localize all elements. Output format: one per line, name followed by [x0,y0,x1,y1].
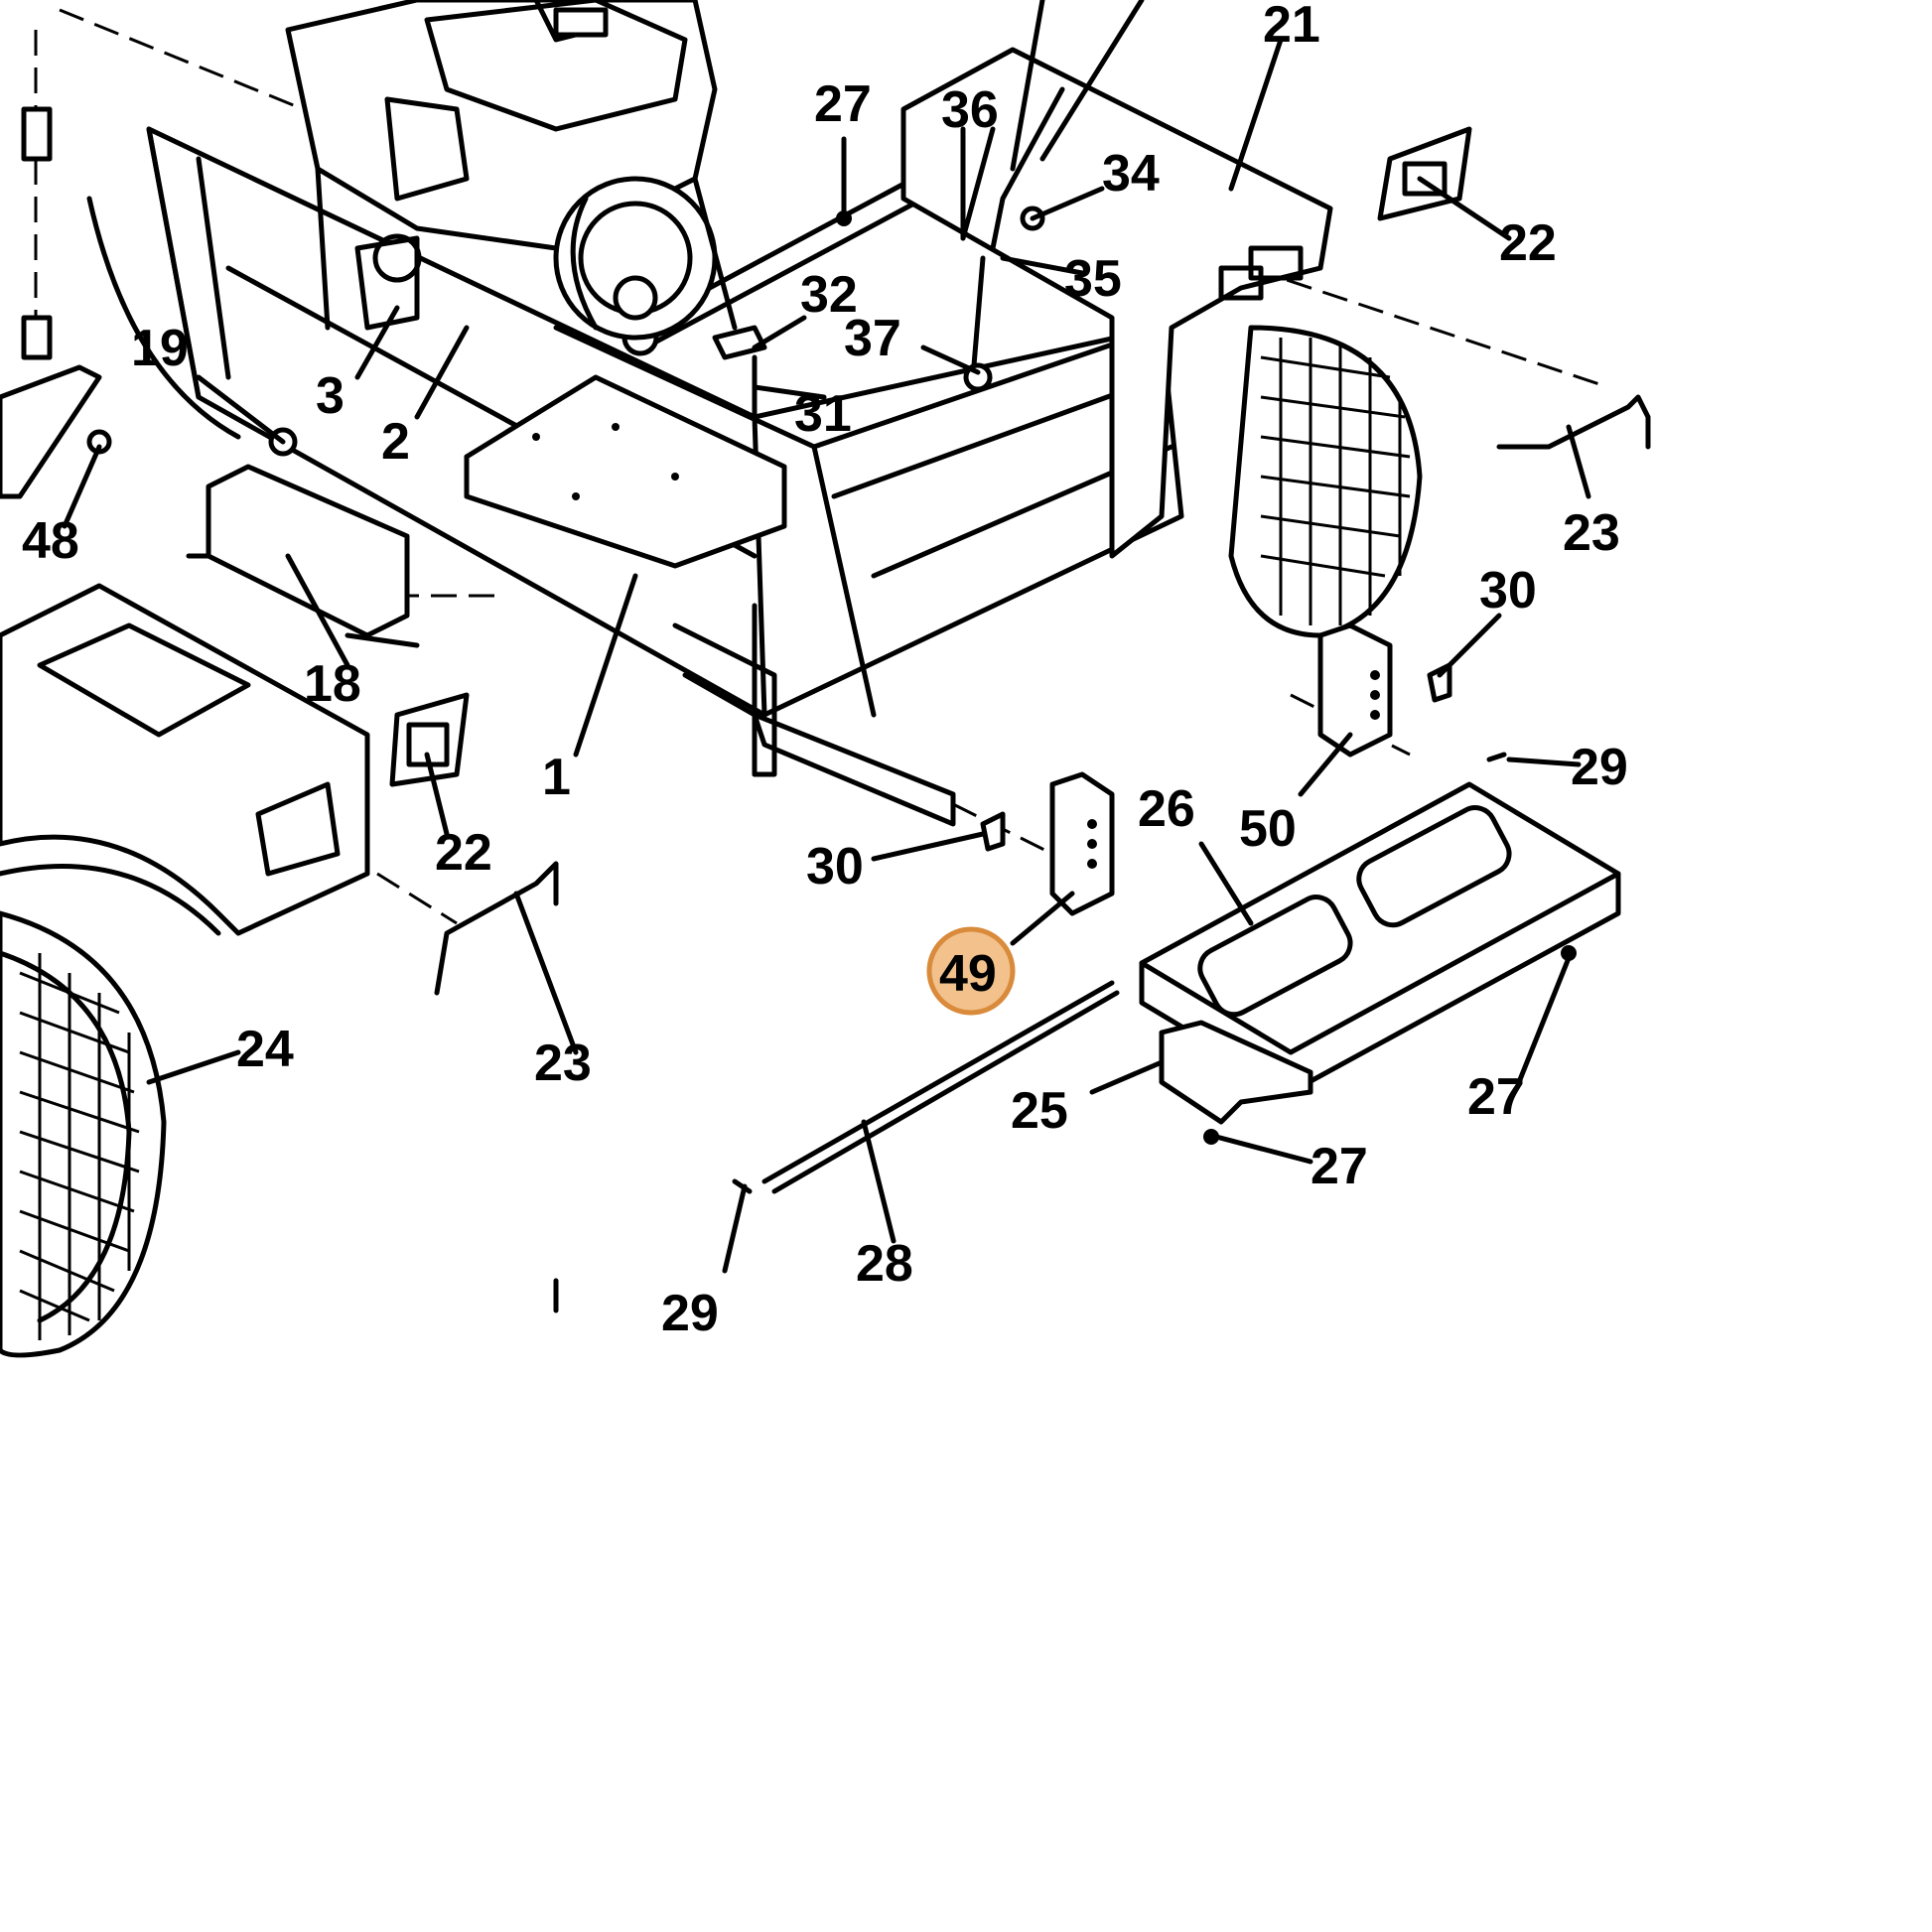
left-rod-assembly [0,106,112,499]
control-levers [960,0,1145,392]
callout-37: 37 [844,310,901,367]
floor-plate [464,374,787,569]
callout-18: 18 [304,655,361,713]
callout-22-right: 22 [1499,214,1557,272]
callout-25: 25 [1011,1082,1068,1140]
rod-23-left [434,861,559,996]
right-wheel [1228,325,1423,638]
callout-32: 32 [800,266,858,324]
callout-31: 31 [794,385,852,443]
pin-29-upper [1486,752,1507,762]
callout-30-left: 30 [806,838,864,896]
nut-30-left [980,811,1006,852]
callout-21: 21 [1263,0,1320,54]
callout-labels: 21 27 36 34 22 35 32 37 19 31 3 2 48 23 … [22,0,1628,1342]
left-wheel [0,910,167,1358]
right-fender [900,47,1333,559]
callout-2: 2 [381,413,410,471]
callout-24: 24 [236,1021,294,1078]
callout-23-left: 23 [534,1035,592,1092]
hitch-bracket-50 [1317,622,1393,758]
engine [285,0,738,341]
callout-34: 34 [1102,145,1160,203]
callout-29-upper: 29 [1571,739,1628,796]
callout-49: 49 [939,945,997,1003]
callout-27-top: 27 [814,75,872,133]
callout-23-right: 23 [1563,504,1620,562]
callout-26: 26 [1138,780,1195,838]
callout-3: 3 [316,367,345,425]
hitch-bracket-49 [1049,771,1115,916]
callout-27-bottom: 27 [1311,1138,1368,1195]
callout-22-left: 22 [435,824,492,882]
callout-48: 48 [22,512,79,570]
callout-1: 1 [542,749,571,806]
left-fender [0,583,370,936]
callout-27-right: 27 [1467,1068,1525,1126]
highlight-49-circle [926,926,1016,1016]
callout-30-right: 30 [1479,562,1537,620]
callout-28: 28 [856,1235,913,1293]
callout-35: 35 [1064,250,1122,308]
callout-36: 36 [941,81,999,139]
callout-50: 50 [1239,800,1297,858]
bracket-18 [186,464,420,648]
bracket-25 [1159,1020,1313,1125]
rod-28 [761,980,1120,1194]
callout-29-lower: 29 [661,1285,719,1342]
callout-19: 19 [131,320,189,377]
leader-lines [62,37,1591,1313]
rod-23-right [1496,394,1651,450]
